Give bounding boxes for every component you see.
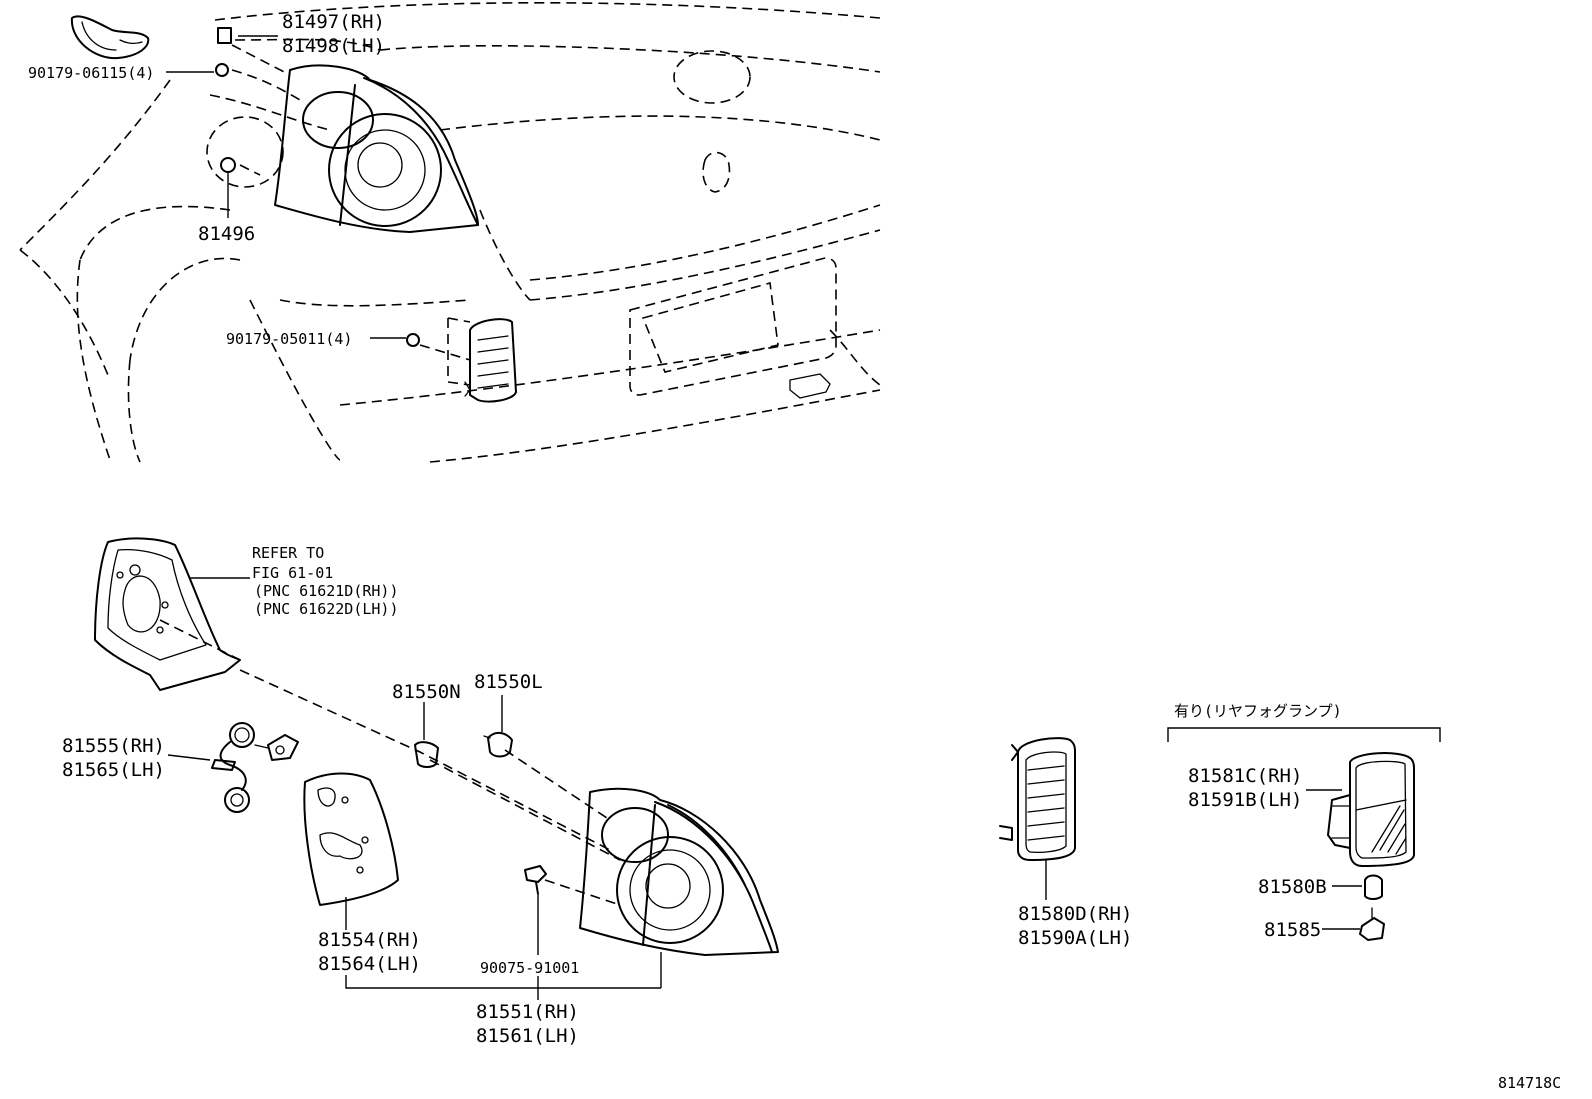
label-81580b: 81580B <box>1258 876 1327 898</box>
label-81554: 81554(RH) <box>318 929 421 951</box>
lamp-housing-icon <box>94 537 241 691</box>
label-81591b: 81591B(LH) <box>1188 789 1302 811</box>
label-81564: 81564(LH) <box>318 953 421 975</box>
label-81555: 81555(RH) <box>62 735 165 757</box>
refer-to-line3: (PNC 61621D(RH)) <box>254 582 399 600</box>
socket-wire-icon <box>211 722 299 813</box>
bulb-81580b-icon <box>1364 874 1383 900</box>
label-81496: 81496 <box>198 223 255 245</box>
label-90179-05011: 90179-05011(4) <box>226 330 352 348</box>
bulb-81550n-icon <box>414 741 439 768</box>
combination-lamp-installed-icon <box>274 64 479 233</box>
refer-to-line4: (PNC 61622D(LH)) <box>254 600 399 618</box>
label-81565: 81565(LH) <box>62 759 165 781</box>
screw-icon <box>406 333 420 347</box>
screw-icon <box>220 157 236 173</box>
label-81497: 81497(RH) <box>282 11 385 33</box>
clip-icon <box>217 27 232 44</box>
reflector-icon <box>999 737 1076 861</box>
vehicle-rear-illustration <box>19 1 881 463</box>
rear-fog-lamp-icon <box>1327 752 1415 867</box>
label-81551: 81551(RH) <box>476 1001 579 1023</box>
label-81550n: 81550N <box>392 681 461 703</box>
door-handle-icon <box>70 15 150 60</box>
label-90179-06115: 90179-06115(4) <box>28 64 154 82</box>
label-81580d: 81580D(RH) <box>1018 903 1132 925</box>
label-81561: 81561(LH) <box>476 1025 579 1047</box>
screw-icon <box>215 63 229 77</box>
label-90075-91001: 90075-91001 <box>480 959 579 977</box>
label-81585: 81585 <box>1264 919 1321 941</box>
reflector-installed-icon <box>464 318 517 403</box>
label-81498: 81498(LH) <box>282 35 385 57</box>
rear-fog-lamp-note: 有り(リヤフォグランプ) <box>1174 702 1342 720</box>
gasket-icon <box>303 772 399 906</box>
combination-lamp-assy-icon <box>579 787 779 956</box>
bulb-81550l-icon <box>483 732 513 758</box>
label-81590a: 81590A(LH) <box>1018 927 1132 949</box>
label-81581c: 81581C(RH) <box>1188 765 1302 787</box>
socket-81585-icon <box>1359 907 1385 941</box>
figure-id: 814718C <box>1498 1074 1561 1092</box>
refer-to-line1: REFER TO <box>252 544 324 562</box>
screw-90075-icon <box>524 865 547 895</box>
label-81550l: 81550L <box>474 671 543 693</box>
refer-to-line2: FIG 61-01 <box>252 564 333 582</box>
